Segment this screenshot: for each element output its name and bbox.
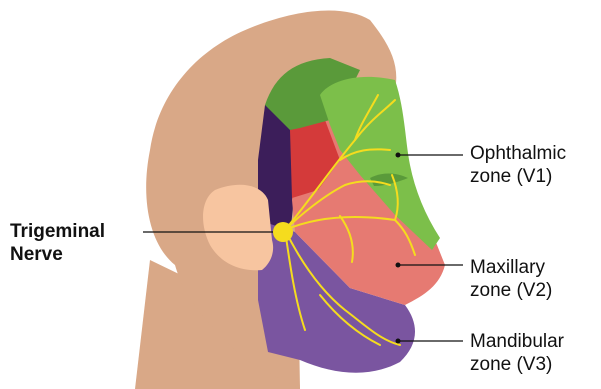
ophthalmic-zone-label: Ophthalmic zone (V1): [470, 142, 566, 188]
maxillary-zone-label-line1: Maxillary: [470, 256, 552, 279]
trigeminal-nerve-label-line1: Trigeminal: [10, 220, 105, 243]
mandibular-zone-label-line1: Mandibular: [470, 330, 564, 353]
mandibular-zone-label-line2: zone (V3): [470, 353, 564, 376]
maxillary-zone-label: Maxillary zone (V2): [470, 256, 552, 302]
ophthalmic-zone-label-line2: zone (V1): [470, 165, 566, 188]
trigeminal-nerve-label: Trigeminal Nerve: [10, 220, 105, 266]
ophthalmic-zone-label-line1: Ophthalmic: [470, 142, 566, 165]
maxillary-zone-label-line2: zone (V2): [470, 279, 552, 302]
trigeminal-nerve-label-line2: Nerve: [10, 243, 105, 266]
trigeminal-ganglion: [273, 222, 293, 242]
mandibular-zone-label: Mandibular zone (V3): [470, 330, 564, 376]
leader-dot-v1: [396, 153, 401, 158]
leader-dot-v2: [396, 263, 401, 268]
leader-dot-v3: [396, 339, 401, 344]
